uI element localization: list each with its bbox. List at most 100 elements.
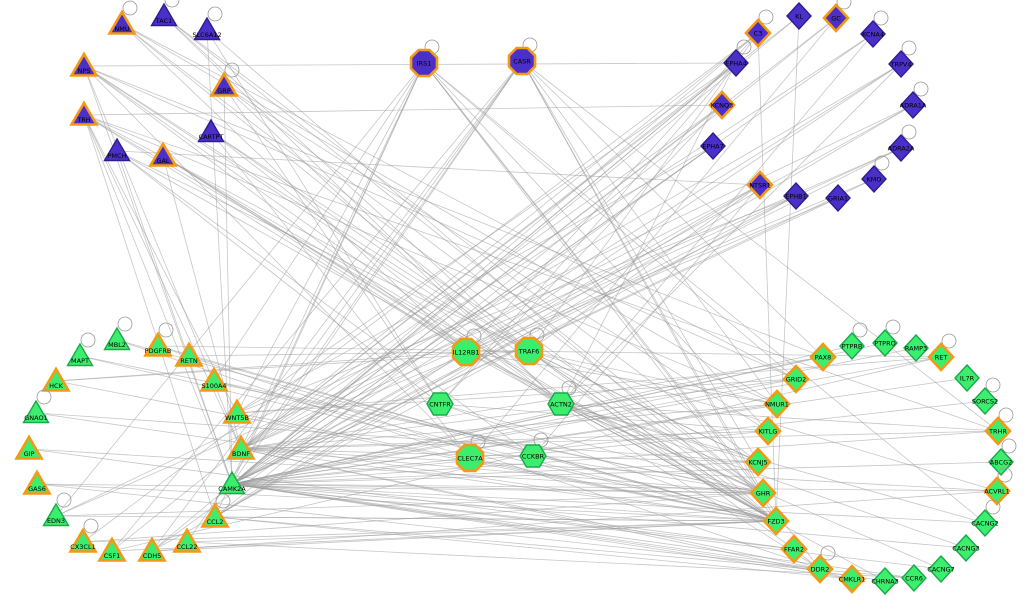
edge[interactable] (240, 430, 999, 450)
edge[interactable] (231, 195, 797, 485)
edge[interactable] (35, 412, 759, 463)
edge[interactable] (231, 377, 968, 485)
edge[interactable] (121, 23, 530, 352)
node-MBL2[interactable]: MBL2 (103, 316, 133, 351)
edge[interactable] (214, 17, 837, 518)
edge[interactable] (36, 483, 777, 522)
node-ADRA1A[interactable]: ADRA1A (900, 81, 929, 120)
edge[interactable] (528, 350, 998, 492)
edge[interactable] (55, 147, 902, 517)
edge[interactable] (214, 62, 425, 518)
edge[interactable] (775, 15, 800, 522)
edge[interactable] (116, 150, 233, 485)
edge[interactable] (236, 195, 797, 414)
edge[interactable] (83, 114, 238, 414)
edge[interactable] (240, 448, 759, 463)
edge[interactable] (528, 32, 759, 352)
edge[interactable] (121, 23, 777, 522)
node-GRP[interactable]: GRP (209, 62, 240, 97)
edge[interactable] (560, 403, 759, 463)
node-SORCS2[interactable]: SORCS2 (972, 377, 1001, 416)
edge[interactable] (423, 62, 769, 432)
node-CASR[interactable]: CASR (507, 37, 538, 76)
edge[interactable] (560, 63, 902, 405)
edge[interactable] (240, 104, 723, 450)
edge[interactable] (157, 345, 821, 570)
edge[interactable] (83, 114, 778, 405)
edge[interactable] (240, 62, 425, 450)
edge[interactable] (82, 492, 764, 543)
edge[interactable] (465, 351, 764, 494)
edge[interactable] (151, 520, 777, 552)
node-CLEC7A[interactable]: CLEC7A (455, 434, 486, 473)
node-CX3CL1[interactable]: CX3CL1 (68, 518, 99, 553)
edge[interactable] (231, 63, 902, 485)
edge[interactable] (231, 400, 986, 485)
node-CACNG3[interactable]: CACNG3 (952, 533, 980, 563)
edge[interactable] (151, 195, 797, 552)
node-NMUR1[interactable]: NMUR1 (763, 389, 791, 419)
edge[interactable] (560, 62, 737, 405)
edge[interactable] (214, 516, 853, 580)
edge[interactable] (116, 150, 441, 405)
edge[interactable] (206, 29, 233, 485)
node-GC[interactable]: GC (822, 0, 852, 33)
node-IL7R[interactable]: IL7R (954, 363, 980, 393)
edge[interactable] (214, 516, 915, 579)
edge[interactable] (83, 65, 797, 380)
edge[interactable] (213, 380, 777, 522)
node-CCR6[interactable]: CCR6 (901, 563, 927, 593)
node-CACNG2[interactable]: CACNG2 (971, 499, 1001, 538)
edge[interactable] (231, 345, 853, 485)
edge[interactable] (423, 62, 821, 570)
edge[interactable] (83, 65, 824, 358)
edge[interactable] (560, 403, 967, 549)
edge[interactable] (469, 17, 837, 459)
node-PMCH[interactable]: PMCH (103, 137, 131, 162)
edge[interactable] (111, 60, 523, 552)
node-NPS[interactable]: NPS (69, 51, 99, 77)
edge[interactable] (465, 178, 875, 353)
edge[interactable] (521, 60, 778, 405)
edge[interactable] (55, 62, 425, 517)
node-CHRNA3[interactable]: CHRNA3 (871, 566, 899, 596)
edge[interactable] (231, 461, 759, 485)
edge[interactable] (223, 85, 769, 432)
node-NTSR1[interactable]: NTSR1 (746, 170, 774, 200)
edge[interactable] (465, 32, 759, 353)
edge[interactable] (240, 448, 853, 580)
edge[interactable] (240, 448, 764, 494)
edge[interactable] (116, 150, 534, 457)
edge[interactable] (162, 155, 821, 570)
edge[interactable] (236, 145, 714, 414)
edge[interactable] (162, 155, 467, 353)
edge[interactable] (83, 114, 530, 352)
edge[interactable] (162, 155, 242, 450)
edge[interactable] (560, 403, 777, 522)
edge[interactable] (83, 114, 999, 432)
node-GNAO1[interactable]: GNAO1 (22, 389, 52, 424)
edge[interactable] (210, 131, 764, 494)
edge[interactable] (231, 147, 902, 485)
edge[interactable] (423, 62, 986, 524)
edge[interactable] (240, 184, 761, 450)
edge[interactable] (231, 483, 986, 524)
node-PTPRB[interactable]: PTPRB (839, 322, 868, 361)
edge[interactable] (163, 15, 562, 405)
node-ADRA2A[interactable]: ADRA2A (888, 124, 917, 163)
edge[interactable] (439, 403, 777, 522)
edge[interactable] (240, 63, 902, 450)
edge[interactable] (528, 350, 778, 405)
edge[interactable] (83, 114, 777, 522)
edge[interactable] (240, 448, 777, 522)
edge[interactable] (83, 114, 467, 353)
node-KL[interactable]: KL (786, 1, 812, 31)
edge[interactable] (55, 351, 467, 382)
node-CACNG7[interactable]: CACNG7 (927, 554, 955, 584)
edge[interactable] (231, 483, 886, 582)
node-GIP[interactable]: GIP (14, 434, 44, 460)
edge[interactable] (188, 355, 777, 522)
edge[interactable] (465, 351, 778, 405)
edge[interactable] (151, 62, 737, 552)
